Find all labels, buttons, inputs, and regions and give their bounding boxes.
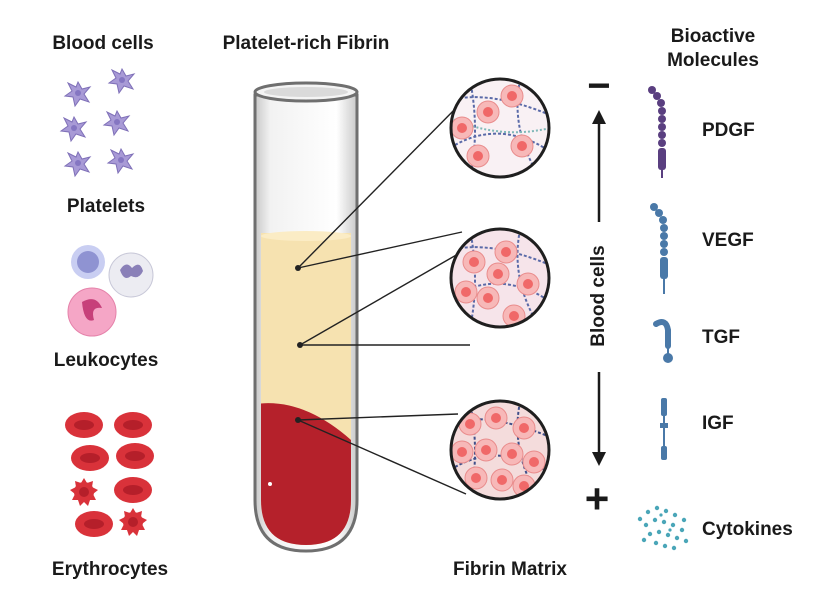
red-cell-layer [261, 403, 351, 545]
plus-sign: + [584, 475, 610, 522]
blood-cells-heading: Blood cells [52, 33, 154, 54]
fibrin-matrix-label: Fibrin Matrix [452, 559, 568, 580]
leukocytes-illustration [67, 245, 154, 337]
gradient-blood-cells-label: Blood cells [588, 245, 609, 347]
test-tube [253, 81, 359, 553]
tgf-hook-icon [653, 319, 673, 363]
erythrocytes-label: Erythrocytes [51, 559, 169, 580]
fibrin-magnifier-top [449, 77, 551, 179]
igf-label: IGF [702, 413, 734, 434]
fibrin-magnifier-bottom [449, 399, 551, 501]
vegf-chain-icon [650, 203, 668, 294]
vegf-label: VEGF [702, 230, 754, 251]
erythrocytes-illustration [65, 412, 154, 537]
pdgf-label: PDGF [702, 120, 755, 141]
fibrin-magnifier-middle [449, 227, 551, 329]
platelets-illustration [60, 68, 135, 177]
bioactive-molecules-heading: Bioactive Molecules [667, 26, 759, 71]
gradient-arrows [592, 110, 606, 466]
cytokine-dots-icon [637, 505, 689, 551]
prf-heading: Platelet-rich Fibrin [222, 33, 390, 54]
pdgf-chain-icon [648, 86, 666, 178]
tgf-label: TGF [702, 327, 740, 348]
cytokines-label: Cytokines [702, 519, 793, 540]
igf-chain-icon [660, 398, 668, 460]
pointer-lines [297, 103, 470, 495]
platelets-label: Platelets [66, 196, 146, 217]
leukocytes-label: Leukocytes [53, 350, 159, 371]
minus-sign: − [587, 64, 611, 108]
